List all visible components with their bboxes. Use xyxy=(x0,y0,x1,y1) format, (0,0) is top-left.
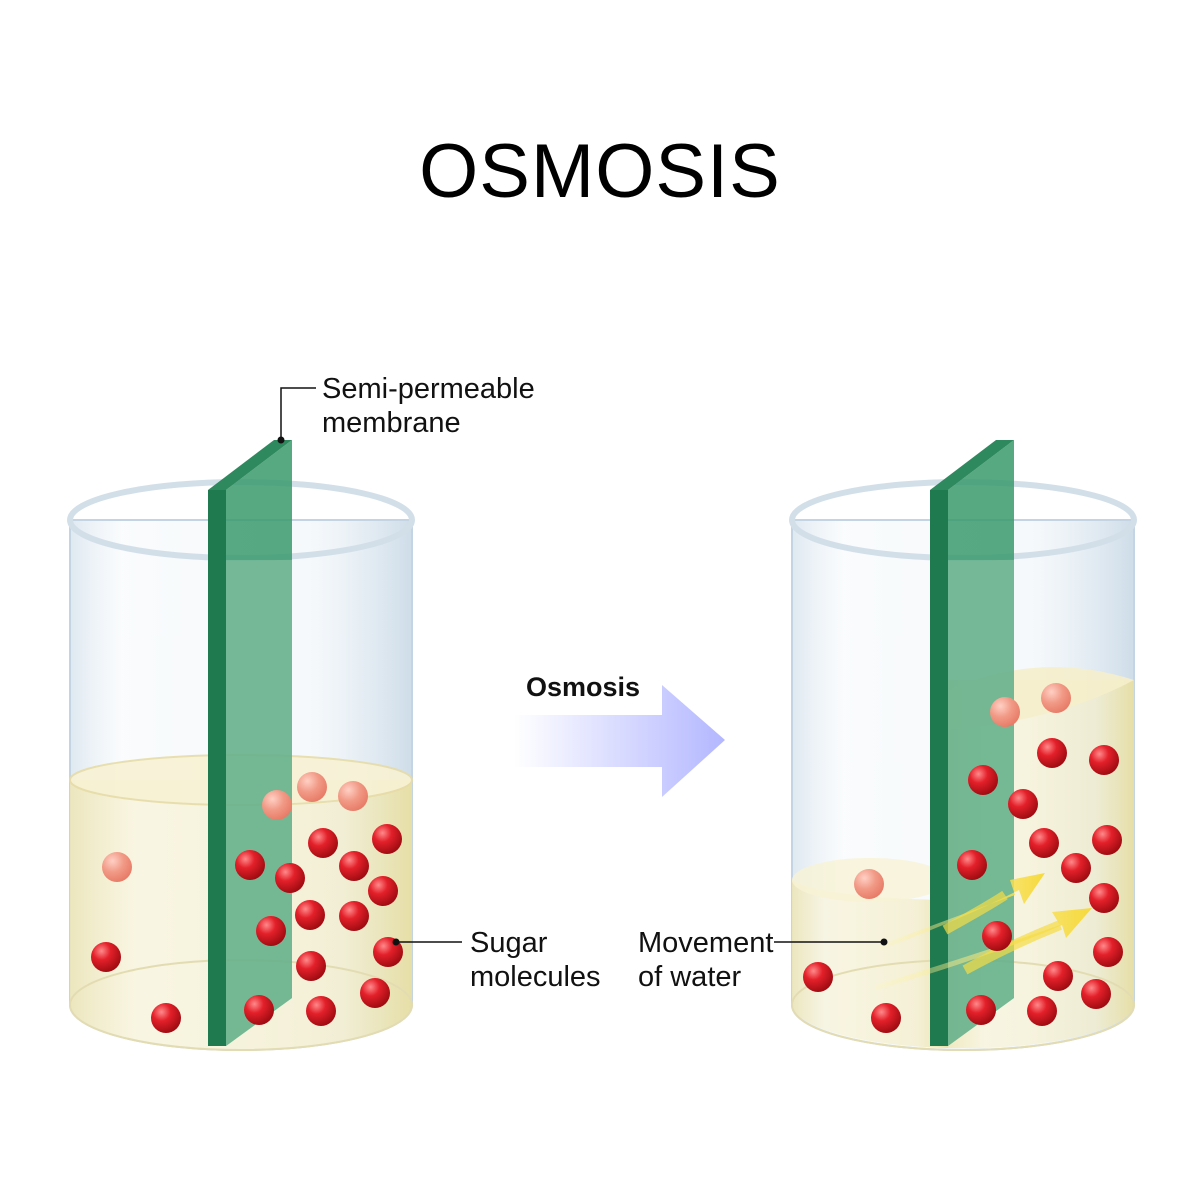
sugar-molecule xyxy=(803,962,833,992)
left-beaker xyxy=(67,440,415,1051)
sugar-molecule xyxy=(256,916,286,946)
sugar-molecule xyxy=(297,772,327,802)
sugar-molecule xyxy=(151,1003,181,1033)
right-beaker xyxy=(789,440,1137,1051)
sugar-molecule xyxy=(1092,825,1122,855)
sugar-molecule xyxy=(1089,745,1119,775)
sugar-molecule xyxy=(1043,961,1073,991)
membrane-label-line1: Semi-permeable xyxy=(322,373,535,405)
sugar-molecule xyxy=(306,996,336,1026)
water-label: Movement of water xyxy=(638,926,773,994)
sugar-molecule xyxy=(360,978,390,1008)
membrane-label: Semi-permeable membrane xyxy=(322,372,535,440)
sugar-molecule xyxy=(1027,996,1057,1026)
osmosis-arrow xyxy=(514,685,725,797)
sugar-molecule xyxy=(296,951,326,981)
sugar-molecule xyxy=(1008,789,1038,819)
water-label-line2: of water xyxy=(638,961,742,993)
sugar-molecule xyxy=(854,869,884,899)
sugar-molecule xyxy=(982,921,1012,951)
sugar-molecule xyxy=(1061,853,1091,883)
sugar-molecule xyxy=(91,942,121,972)
sugar-molecule xyxy=(339,851,369,881)
sugar-molecule xyxy=(262,790,292,820)
sugar-molecule xyxy=(1089,883,1119,913)
sugar-molecule xyxy=(871,1003,901,1033)
sugar-molecule xyxy=(1029,828,1059,858)
sugar-molecule xyxy=(275,863,305,893)
sugar-molecule xyxy=(372,824,402,854)
sugar-molecule xyxy=(244,995,274,1025)
sugar-molecule xyxy=(1093,937,1123,967)
water-label-line1: Movement xyxy=(638,927,774,959)
sugar-molecule xyxy=(295,900,325,930)
water-movement-arrows xyxy=(876,873,1092,990)
sugar-molecule xyxy=(1041,683,1071,713)
membrane-label-line2: membrane xyxy=(322,407,461,439)
sugar-label-line1: Sugar xyxy=(470,927,548,959)
sugar-molecule xyxy=(1081,979,1111,1009)
sugar-molecule xyxy=(102,852,132,882)
sugar-molecule xyxy=(957,850,987,880)
diagram-title: OSMOSIS xyxy=(419,129,781,214)
leader-lines-left xyxy=(280,387,462,943)
sugar-molecule xyxy=(338,781,368,811)
sugar-molecule xyxy=(339,901,369,931)
sugar-molecule xyxy=(966,995,996,1025)
sugar-molecule xyxy=(308,828,338,858)
sugar-molecule xyxy=(1037,738,1067,768)
sugar-molecule xyxy=(968,765,998,795)
sugar-label: Sugar molecules xyxy=(470,926,601,994)
process-label: Osmosis xyxy=(526,672,641,702)
sugar-molecule xyxy=(368,876,398,906)
membrane-left xyxy=(208,440,292,1046)
sugar-molecule xyxy=(235,850,265,880)
sugar-label-line2: molecules xyxy=(470,961,601,993)
sugar-molecule xyxy=(990,697,1020,727)
